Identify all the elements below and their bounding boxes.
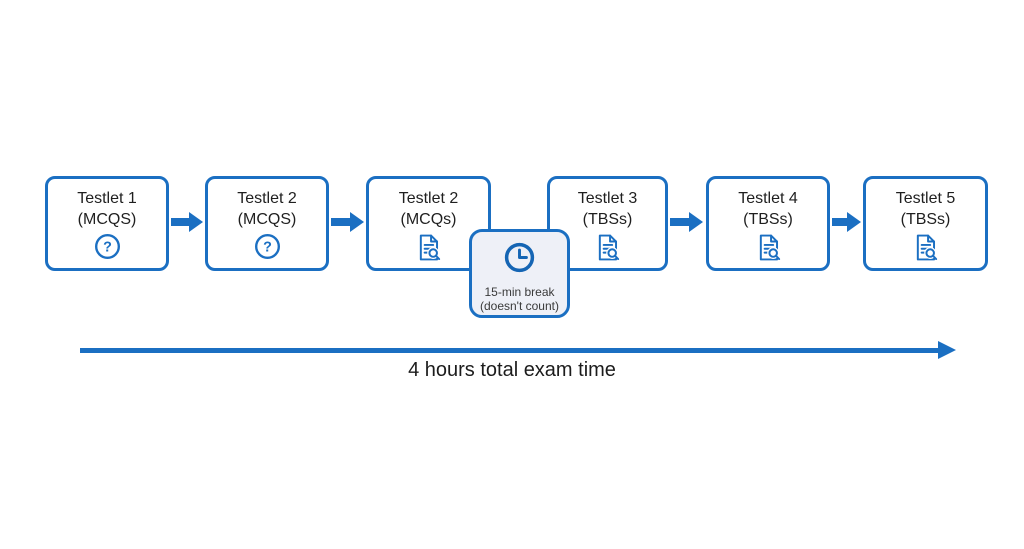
break-label-line1: 15-min break bbox=[484, 285, 555, 299]
testlet-2-box: Testlet 2 (MCQS) ? bbox=[205, 176, 329, 271]
document-search-icon bbox=[414, 233, 443, 262]
testlet-3-subtitle: (MCQs) bbox=[400, 211, 457, 228]
arrow-head bbox=[689, 212, 703, 232]
testlet-4-title: Testlet 3 bbox=[577, 190, 638, 207]
testlet-5-subtitle: (TBSs) bbox=[743, 211, 793, 228]
testlet-4-subtitle: (TBSs) bbox=[582, 211, 633, 228]
arrow-head bbox=[189, 212, 203, 232]
document-search-icon bbox=[593, 233, 622, 262]
document-search-icon bbox=[911, 233, 940, 262]
timeline-line bbox=[80, 348, 940, 353]
arrow-bar bbox=[670, 218, 689, 226]
arrow-bar bbox=[171, 218, 189, 226]
flow-arrow-icon bbox=[832, 212, 861, 232]
question-circle-icon: ? bbox=[254, 233, 281, 260]
timeline-label: 4 hours total exam time bbox=[408, 359, 616, 381]
svg-text:?: ? bbox=[263, 240, 272, 256]
testlet-3-title: Testlet 2 bbox=[398, 190, 459, 207]
testlet-1-box: Testlet 1 (MCQS) ? bbox=[45, 176, 169, 271]
flow-arrow-icon bbox=[171, 212, 203, 232]
svg-text:?: ? bbox=[103, 240, 112, 256]
testlet-2-title: Testlet 2 bbox=[237, 190, 297, 207]
document-search-icon bbox=[754, 233, 783, 262]
testlet-6-title: Testlet 5 bbox=[895, 190, 956, 207]
arrow-bar bbox=[832, 218, 847, 226]
testlet-5-box: Testlet 4 (TBSs) bbox=[706, 176, 830, 271]
timeline-arrow-icon bbox=[80, 341, 956, 360]
flow-arrow-icon bbox=[331, 212, 364, 232]
testlet-2-subtitle: (MCQS) bbox=[237, 211, 297, 228]
question-circle-icon: ? bbox=[94, 233, 121, 260]
testlet-5-title: Testlet 4 bbox=[738, 190, 798, 207]
arrow-head bbox=[350, 212, 364, 232]
testlet-1-subtitle: (MCQS) bbox=[77, 211, 137, 228]
break-box: 15-min break (doesn't count) bbox=[469, 229, 570, 318]
clock-icon bbox=[502, 240, 537, 280]
flow-arrow-icon bbox=[670, 212, 703, 232]
testlet-6-box: Testlet 5 (TBSs) bbox=[863, 176, 988, 271]
arrow-bar bbox=[331, 218, 350, 226]
arrow-head bbox=[847, 212, 861, 232]
break-label-line2: (doesn't count) bbox=[479, 299, 559, 313]
testlet-6-subtitle: (TBSs) bbox=[900, 211, 951, 228]
timeline-arrow-head bbox=[938, 341, 956, 359]
testlet-1-title: Testlet 1 bbox=[77, 190, 137, 207]
